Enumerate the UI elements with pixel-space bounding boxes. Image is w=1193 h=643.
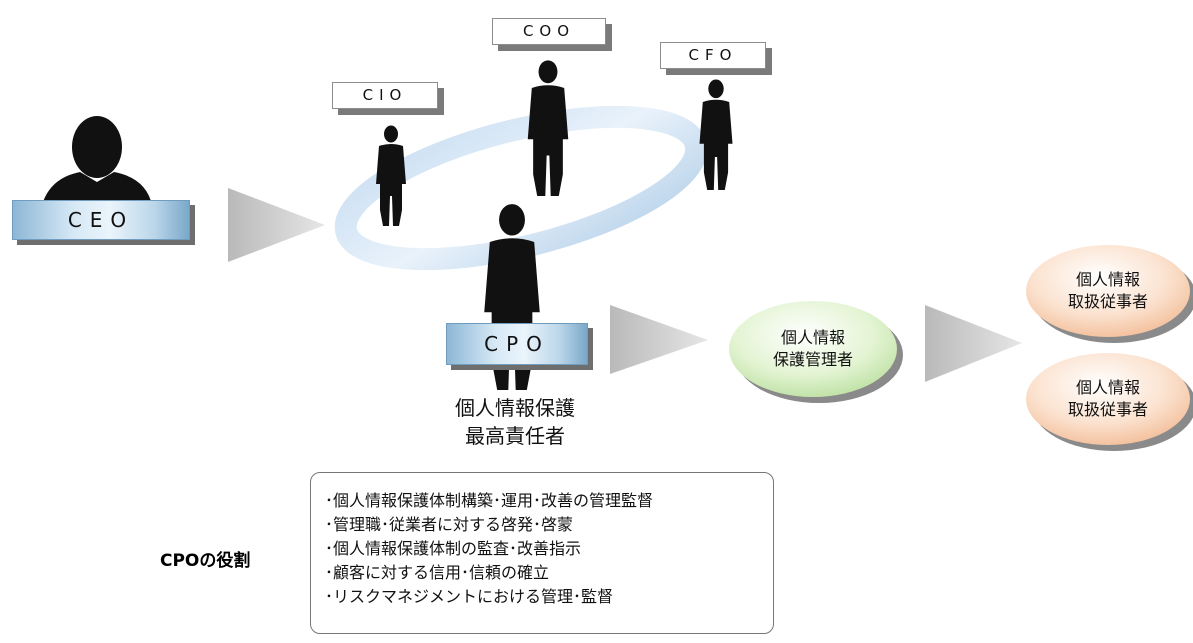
arrow-ceo-to-ring (228, 188, 325, 262)
roles-box: ･個人情報保護体制構築･運用･改善の管理監督 ･管理職･従業者に対する啓発･啓蒙… (310, 472, 774, 634)
manager-label-line-2: 保護管理者 (772, 350, 853, 369)
cfo-label: CFO (688, 46, 738, 64)
cpo-label: CPO (484, 332, 550, 356)
role-item: ･個人情報保護体制の監査･改善指示 (325, 539, 582, 558)
handler-oval-2 (1026, 353, 1190, 445)
cio-silhouette (376, 125, 406, 226)
ceo-plate: CEO (12, 200, 190, 240)
ceo-label: CEO (67, 208, 135, 232)
handler-1-line-2: 取扱従事者 (1067, 292, 1148, 311)
role-item: ･管理職･従業者に対する啓発･啓蒙 (325, 515, 574, 534)
role-item: ･個人情報保護体制構築･運用･改善の管理監督 (325, 491, 654, 510)
handler-label-2: 個人情報 取扱従事者 (1048, 377, 1168, 421)
handler-label-1: 個人情報 取扱従事者 (1048, 269, 1168, 313)
manager-label: 個人情報 保護管理者 (753, 327, 873, 371)
arrow-cpo-to-manager (610, 305, 708, 374)
roles-title: CPOの役割 (160, 551, 251, 571)
cpo-caption-line-2: 最高責任者 (465, 424, 565, 448)
cio-label: CIO (362, 86, 408, 104)
coo-label-box: COO (492, 18, 606, 45)
cpo-caption-line-1: 個人情報保護 (455, 396, 575, 420)
coo-label: COO (522, 22, 576, 40)
manager-oval (729, 301, 897, 397)
cpo-caption: 個人情報保護 最高責任者 (430, 394, 600, 450)
handler-1-line-1: 個人情報 (1075, 270, 1140, 289)
coo-silhouette (527, 60, 569, 196)
handler-2-line-2: 取扱従事者 (1067, 400, 1148, 419)
manager-label-line-1: 個人情報 (780, 328, 845, 347)
arrow-manager-to-handlers (925, 305, 1022, 382)
handler-2-line-1: 個人情報 (1075, 378, 1140, 397)
handler-oval-1 (1026, 245, 1190, 337)
role-item: ･顧客に対する信用･信頼の確立 (325, 563, 550, 582)
cpo-plate: CPO (446, 323, 588, 365)
role-item: ･リスクマネジメントにおける管理･監督 (325, 587, 614, 606)
ceo-silhouette (42, 116, 152, 205)
cfo-silhouette (699, 79, 733, 190)
roles-list: ･個人情報保護体制構築･運用･改善の管理監督 ･管理職･従業者に対する啓発･啓蒙… (311, 473, 773, 609)
executive-ring (334, 105, 708, 271)
cfo-label-box: CFO (660, 42, 766, 69)
cio-label-box: CIO (332, 82, 438, 109)
